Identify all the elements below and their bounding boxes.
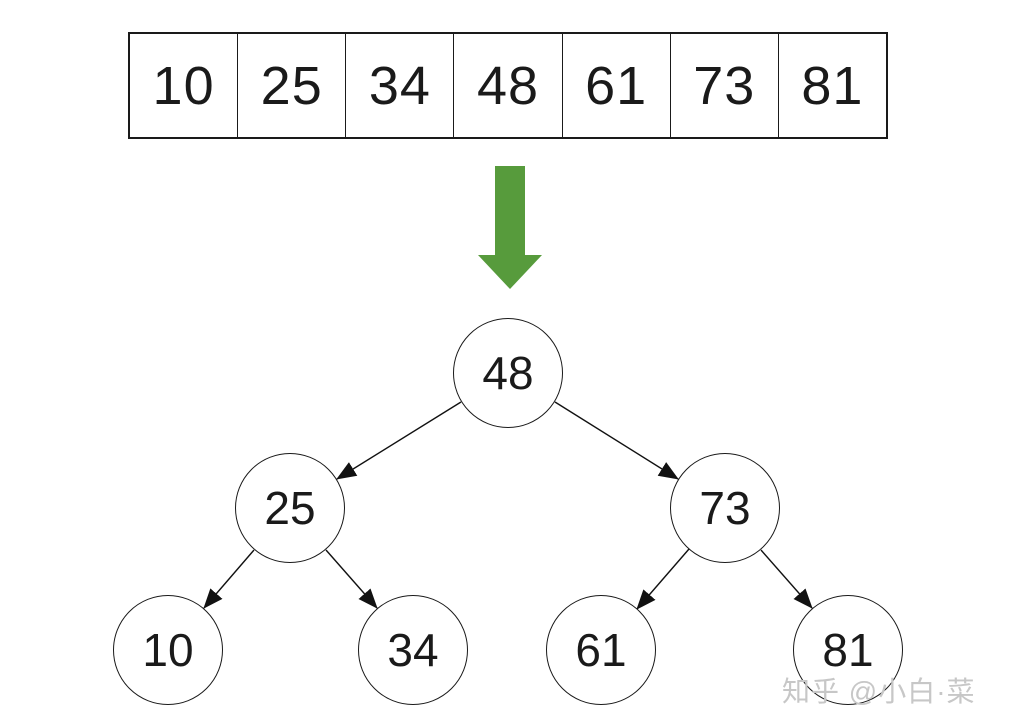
sorted-array: 10 25 34 48 61 73 81: [128, 32, 888, 139]
array-cell: 34: [346, 34, 455, 137]
array-cell: 10: [130, 34, 239, 137]
array-cell: 25: [238, 34, 347, 137]
array-cell: 81: [801, 55, 864, 116]
tree-node: 10: [113, 595, 223, 705]
tree-node: 81: [793, 595, 903, 705]
tree-node-root: 48: [453, 318, 563, 428]
array-cell: 48: [454, 34, 563, 137]
edge-25-10: [203, 549, 255, 609]
edge-73-81: [760, 549, 813, 609]
edge-25-34: [325, 549, 378, 609]
array-cell: 73: [671, 34, 779, 137]
down-arrow-shaft: [495, 166, 525, 256]
edge-48-73: [554, 401, 679, 480]
tree-node: 25: [235, 453, 345, 563]
tree-node: 73: [670, 453, 780, 563]
tree-node: 61: [546, 595, 656, 705]
array-cell: 61: [563, 34, 671, 137]
edge-73-61: [636, 548, 690, 610]
tree-node: 34: [358, 595, 468, 705]
edge-48-25: [336, 401, 462, 480]
down-arrow-icon: [478, 166, 542, 289]
watermark-text: 知乎 @小白·菜: [782, 676, 976, 707]
down-arrow-head: [478, 255, 542, 289]
